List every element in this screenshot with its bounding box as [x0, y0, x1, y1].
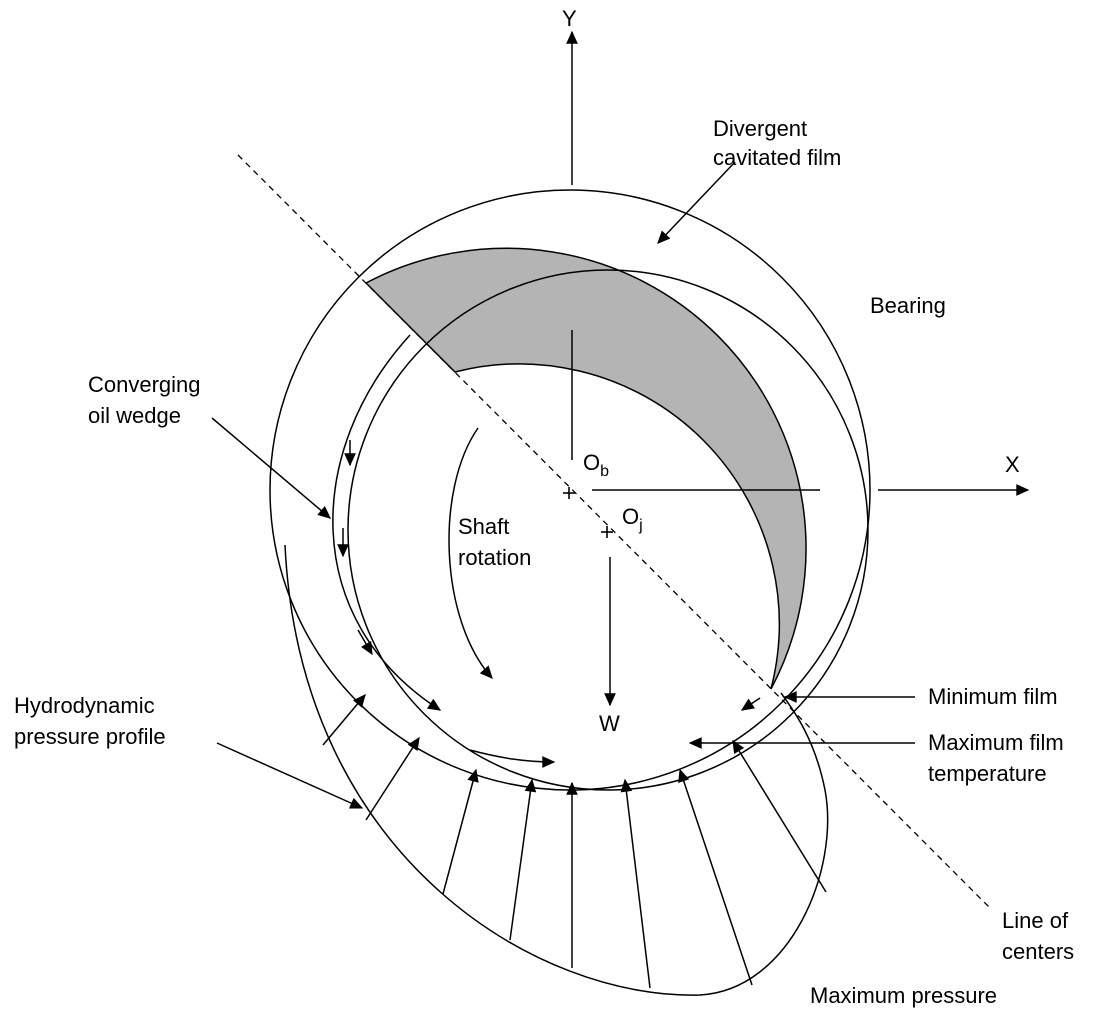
line-of-centers — [237, 154, 991, 909]
film-temp-arrow — [740, 697, 761, 711]
pressure-arrows — [322, 694, 827, 989]
min-film-label: Minimum film — [928, 684, 1058, 709]
hydro-leader — [216, 742, 364, 809]
bearing-center-main: O — [583, 450, 601, 475]
oil-flow-bottom-arrow — [469, 749, 556, 768]
shaft-rotation-label-line1: Shaft — [458, 514, 510, 539]
bearing-center-sub: b — [600, 463, 610, 480]
hydro-label-line2: pressure profile — [14, 724, 166, 749]
line-of-centers-label-line2: centers — [1002, 939, 1075, 964]
pressure-arrow — [509, 778, 537, 941]
journal-center-sub: j — [639, 517, 643, 534]
pressure-arrow — [620, 778, 651, 989]
shaft-rotation-arrow — [448, 427, 493, 679]
divergent-leader — [657, 161, 736, 244]
journal-center-label: Oj — [622, 504, 643, 539]
bearing-center-label: Ob — [583, 450, 609, 485]
x-axis-label: X — [1005, 452, 1020, 477]
hydro-label-line1: Hydrodynamic — [14, 693, 155, 718]
divergent-label-line1: Divergent — [713, 116, 808, 141]
converging-label-line1: Converging — [88, 372, 201, 397]
bearing-center-mark — [563, 487, 575, 499]
shaft-rotation-label-line2: rotation — [458, 545, 532, 570]
pressure-arrow — [322, 694, 366, 746]
y-axis-label: Y — [562, 6, 577, 31]
pressure-arrow — [365, 736, 420, 821]
journal-center-main: O — [622, 504, 640, 529]
max-pressure-label: Maximum pressure — [810, 983, 998, 1008]
cavitated-film-region — [364, 247, 807, 690]
max-temp-label-line1: Maximum film — [928, 730, 1064, 755]
divergent-label-line2: cavitated film — [713, 145, 842, 170]
journal-circle — [347, 269, 869, 791]
converging-leader — [211, 417, 331, 519]
pressure-arrow — [678, 768, 753, 986]
pressure-arrow — [442, 768, 479, 895]
pressure-profile-curve — [284, 544, 829, 996]
load-label: W — [599, 711, 620, 736]
bearing-label: Bearing — [870, 293, 946, 318]
max-temp-label-line2: temperature — [928, 761, 1047, 786]
line-of-centers-label-line1: Line of — [1002, 908, 1069, 933]
oil-flow-arrow — [332, 334, 442, 711]
converging-label-line2: oil wedge — [88, 403, 181, 428]
pressure-arrow — [732, 739, 827, 893]
journal-center-mark — [601, 526, 613, 538]
oil-flow-tick-3 — [357, 629, 373, 656]
